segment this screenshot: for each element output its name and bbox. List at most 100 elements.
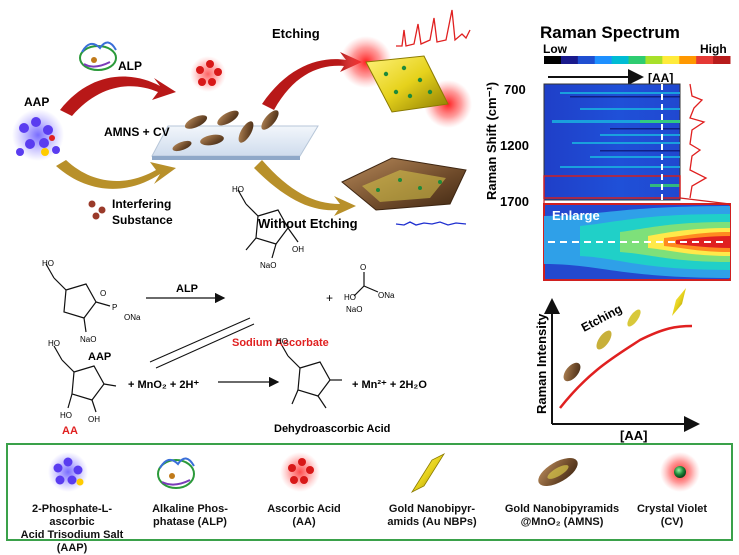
equilibrium-line-1 <box>149 317 251 363</box>
legend-aa-icon <box>280 452 320 492</box>
aa-structure-label: AA <box>62 425 78 437</box>
colorbar-swatch <box>679 56 697 64</box>
reaction-scheme <box>45 189 379 413</box>
legend-aa-line1: Ascorbic Acid <box>267 503 341 515</box>
legend-box: 2-Phosphate-L-ascorbic Acid Trisodium Sa… <box>6 443 733 554</box>
intensity-plot <box>544 288 700 432</box>
alp-label: ALP <box>118 59 142 73</box>
raman-profile-line <box>689 83 708 199</box>
legend-alp-icon <box>157 457 195 489</box>
aap-label: AAP <box>24 95 49 109</box>
raman-heatmap <box>543 83 681 201</box>
legend-cv-icon <box>660 452 700 492</box>
aap-ona: ONa <box>124 313 141 322</box>
etching-label: Etching <box>272 26 320 41</box>
colorbar-swatch <box>594 56 613 64</box>
dha-label: Dehydroascorbic Acid <box>274 423 390 435</box>
unetched-spectrum-line <box>395 221 467 226</box>
phos-ona: ONa <box>378 291 395 300</box>
tick-1200: 1200 <box>500 138 529 153</box>
colorbar-swatch <box>628 56 646 64</box>
aap-p: P <box>112 303 117 312</box>
phos-ho: HO <box>344 293 356 302</box>
sa-plus: + <box>326 291 333 305</box>
legend-nbp-line2: amids (Au NBPs) <box>387 516 477 528</box>
without-etching-label: Without Etching <box>258 216 358 231</box>
etched-nbp-icon <box>340 36 472 128</box>
legend-item-au-nbp: Gold Nanobipyr- amids (Au NBPs) <box>372 503 492 529</box>
colorbar-swatch <box>713 56 731 64</box>
aa-ho-2: HO <box>60 411 72 420</box>
legend-aap-icon <box>48 452 88 492</box>
etching-curve-label: Etching <box>579 302 624 335</box>
legend-cv-line1: Crystal Violet <box>636 503 708 515</box>
colorbar-high-label: High <box>700 42 727 56</box>
enlarge-panel <box>543 203 731 281</box>
phos-nao: NaO <box>346 305 362 314</box>
unetched-amns-icon <box>341 157 467 211</box>
aap-nao: NaO <box>80 335 96 344</box>
legend-cv-line2: (CV) <box>660 516 684 528</box>
legend-amns-line2: @MnO₂ (AMNS) <box>520 516 604 528</box>
colorbar-swatch <box>577 56 596 64</box>
intensity-ylabel: Raman Intensity <box>534 313 549 414</box>
aap-molecule-icon <box>12 109 64 161</box>
aa-oh-1: OH <box>88 415 100 424</box>
colorbar-swatch <box>544 56 562 64</box>
colorbar-swatch <box>645 56 663 64</box>
legend-alp-line1: Alkaline Phos- <box>152 503 228 515</box>
legend-item-alp: Alkaline Phos- phatase (ALP) <box>130 503 250 529</box>
alp-protein-icon <box>79 41 117 71</box>
intensity-xlabel: [AA] <box>620 428 647 443</box>
raman-colorbar <box>544 56 731 64</box>
phos-o: O <box>360 263 366 272</box>
reagents-label: + MnO₂ + 2H⁺ <box>128 379 199 391</box>
legend-item-amns: Gold Nanobipyramids @MnO₂ (AMNS) <box>500 503 624 529</box>
legend-item-aa: Ascorbic Acid (AA) <box>244 503 364 529</box>
sodium-ascorbate-label: Sodium Ascorbate <box>232 337 329 349</box>
legend-item-aap: 2-Phosphate-L-ascorbic Acid Trisodium Sa… <box>12 503 132 555</box>
aap-ho: HO <box>42 259 54 268</box>
interfering-arrow <box>56 160 176 189</box>
dha-ho: HO <box>276 337 288 346</box>
legend-amns-line1: Gold Nanobipyramids <box>504 503 620 515</box>
raman-title: Raman Spectrum <box>540 23 680 42</box>
colorbar-swatch <box>560 56 579 64</box>
legend-aap-line2: Acid Trisodium Salt (AAP) <box>20 529 124 554</box>
without-etching-arrow <box>254 160 356 216</box>
legend-item-cv: Crystal Violet (CV) <box>620 503 724 529</box>
sa-nao: NaO <box>260 261 276 270</box>
enlarge-label: Enlarge <box>552 208 600 223</box>
interfering-label-2: Substance <box>112 213 173 227</box>
legend-au-nbp-icon <box>410 453 446 493</box>
aa-ho: HO <box>48 339 60 348</box>
colorbar-swatch <box>611 56 630 64</box>
interfering-substance-icon <box>88 200 106 220</box>
equilibrium-line-2 <box>155 323 255 369</box>
legend-alp-line2: phatase (ALP) <box>153 516 227 528</box>
alp-reaction-arrow <box>60 76 176 116</box>
colorbar-low-label: Low <box>543 42 568 56</box>
amns-slab <box>151 110 319 160</box>
legend-nbp-line1: Gold Nanobipyr- <box>388 503 476 515</box>
alp-arrow-label: ALP <box>176 283 198 295</box>
sa-oh: OH <box>292 245 304 254</box>
legend-amns-icon <box>538 458 578 486</box>
tick-700: 700 <box>504 82 526 97</box>
interfering-label-1: Interfering <box>112 197 171 211</box>
aap-structure-label: AAP <box>88 351 111 363</box>
sa-ho: HO <box>232 185 244 194</box>
colorbar-swatch <box>662 56 680 64</box>
products-label: + Mn²⁺ + 2H₂O <box>352 379 427 391</box>
raman-ylabel: Raman Shift (cm⁻¹) <box>484 82 499 200</box>
aap-o: O <box>100 289 106 298</box>
aa-molecule-small-icon <box>190 56 226 92</box>
colorbar-swatch <box>696 56 714 64</box>
legend-aa-line2: (AA) <box>292 516 316 528</box>
tick-1700: 1700 <box>500 194 529 209</box>
amns-cv-label: AMNS + CV <box>104 125 170 139</box>
legend-aap-line1: 2-Phosphate-L-ascorbic <box>31 503 113 528</box>
raman-aa-label: [AA] <box>648 71 673 85</box>
